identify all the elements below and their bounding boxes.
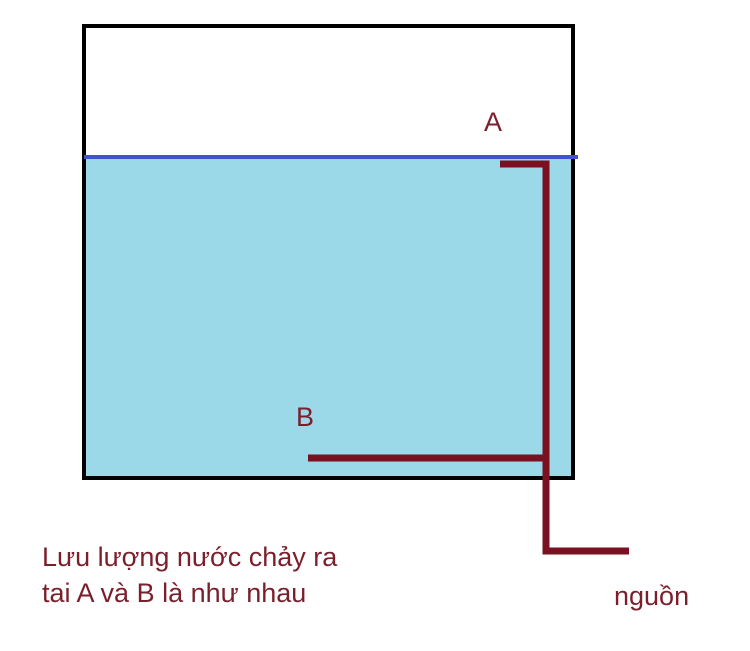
caption-line-2: tai A và B là như nhau <box>42 577 307 608</box>
tank-outline <box>82 24 575 480</box>
label-point-b: B <box>296 402 315 432</box>
caption: Lưu lượng nước chảy ra tai A và B là như… <box>42 540 337 612</box>
label-source: nguồn <box>614 581 690 611</box>
water-body <box>84 157 573 478</box>
label-point-a: A <box>484 107 503 137</box>
caption-line-1: Lưu lượng nước chảy ra <box>42 542 338 572</box>
pipe-outlet-a <box>500 160 629 555</box>
